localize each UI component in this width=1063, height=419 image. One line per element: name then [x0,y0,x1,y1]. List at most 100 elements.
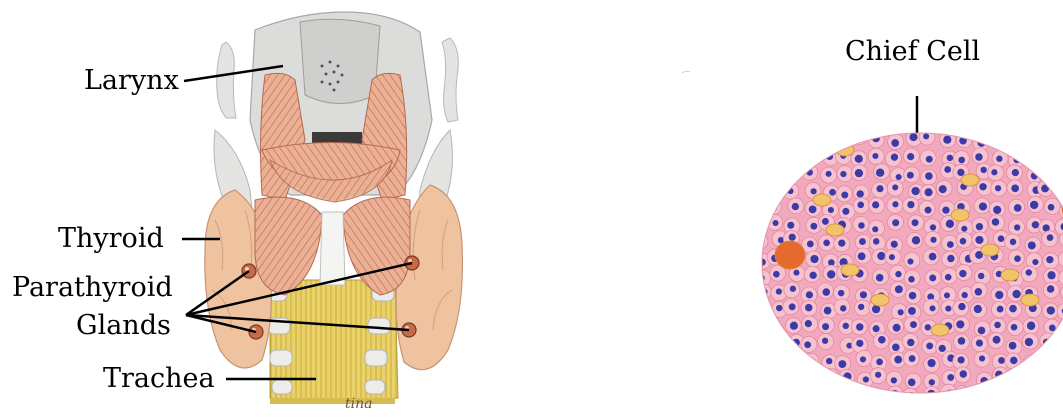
cell-nucleus [822,218,829,225]
cell-nucleus [976,393,982,399]
cell-nucleus [828,207,834,213]
tissue-cell [971,389,987,405]
tissue-cell [992,112,1008,128]
cell-nucleus [957,356,964,363]
oxyphil-cell [896,104,914,116]
cell-nucleus [1026,269,1032,275]
cell-nucleus [789,234,796,241]
cell-nucleus [873,325,880,332]
label-parathyroid-line2: Glands [76,312,171,339]
cell-nucleus [908,307,916,315]
tissue-cell [768,322,784,338]
artist-signature: tina [345,396,372,412]
cell-nucleus [810,223,817,230]
cell-nucleus [793,270,799,276]
cell-nucleus [806,155,813,162]
cell-nucleus [840,305,846,311]
cell-nucleus [1047,154,1054,161]
cell-nucleus [790,322,798,330]
cell-nucleus [907,258,913,264]
cell-nucleus [860,291,867,298]
cell-nucleus [806,291,813,298]
cell-nucleus [975,153,982,160]
tissue-cell [767,133,783,149]
cell-nucleus [805,320,812,327]
cell-nucleus [824,118,830,124]
cell-nucleus [757,324,765,332]
cell-nucleus [752,343,760,351]
cell-nucleus [995,185,1001,191]
cell-nucleus [975,236,983,244]
tissue-cell [1040,116,1056,132]
cell-nucleus [995,291,1003,299]
tissue-cell [1055,146,1063,162]
cell-nucleus [822,388,829,395]
cell-nucleus [1030,201,1038,209]
cell-nucleus [997,136,1005,144]
cell-nucleus [907,172,914,179]
label-thyroid: Thyroid [58,225,164,252]
tissue-cell [817,385,833,401]
cell-nucleus [944,166,951,173]
cell-nucleus [1012,169,1019,176]
cell-nucleus [891,377,897,383]
cell-nucleus [980,167,986,173]
cell-nucleus [894,356,902,364]
cell-nucleus [1010,357,1017,364]
cell-nucleus [925,324,931,330]
cell-nucleus [857,132,864,139]
cell-nucleus [959,270,966,277]
tissue-cell [855,113,871,129]
cell-nucleus [791,166,798,173]
cell-nucleus [756,220,764,228]
cell-nucleus [1011,324,1018,331]
cell-nucleus [908,276,914,282]
cell-nucleus [790,286,796,292]
tissue-cell [1041,354,1057,370]
tissue-cell [1040,333,1056,349]
cell-nucleus [1047,271,1055,279]
cell-nucleus [876,274,884,282]
cell-nucleus [859,238,866,245]
cell-nucleus [771,138,779,146]
tissue-cell [959,114,975,130]
cell-nucleus [859,119,866,126]
tissue-cell [750,339,766,355]
cell-nucleus [840,171,846,177]
oxyphil-cell [931,324,949,336]
cell-nucleus [998,235,1005,242]
tissue-cell [822,369,838,385]
tissue-cell [852,129,868,145]
cell-nucleus [993,206,1001,214]
cell-nucleus [961,226,967,232]
cell-nucleus [1012,372,1018,378]
cell-nucleus [957,169,964,176]
tissue-cell [837,118,853,134]
tissue-cell [902,388,918,404]
cell-nucleus [946,220,954,228]
cell-nucleus [759,372,767,380]
cell-nucleus [974,305,982,313]
cell-nucleus [790,377,798,385]
tissue-cell [785,372,801,388]
cell-nucleus [775,117,782,124]
cell-nucleus [947,155,954,162]
cell-nucleus [998,357,1005,364]
cell-nucleus [839,389,847,397]
cell-nucleus [822,288,830,296]
cell-nucleus [925,207,932,214]
histology-micrograph [749,104,1063,406]
cell-nucleus [1014,255,1021,262]
cell-nucleus [1011,389,1017,395]
cell-nucleus [755,186,762,193]
cell-nucleus [856,340,863,347]
tissue-cell [754,389,770,405]
tissue-cell [803,371,819,387]
label-chief-cell: Chief Cell [845,38,980,65]
cell-nucleus [927,359,935,367]
tissue-cell [975,115,991,131]
cell-nucleus [1027,322,1035,330]
cell-nucleus [912,236,920,244]
cell-nucleus [878,336,886,344]
